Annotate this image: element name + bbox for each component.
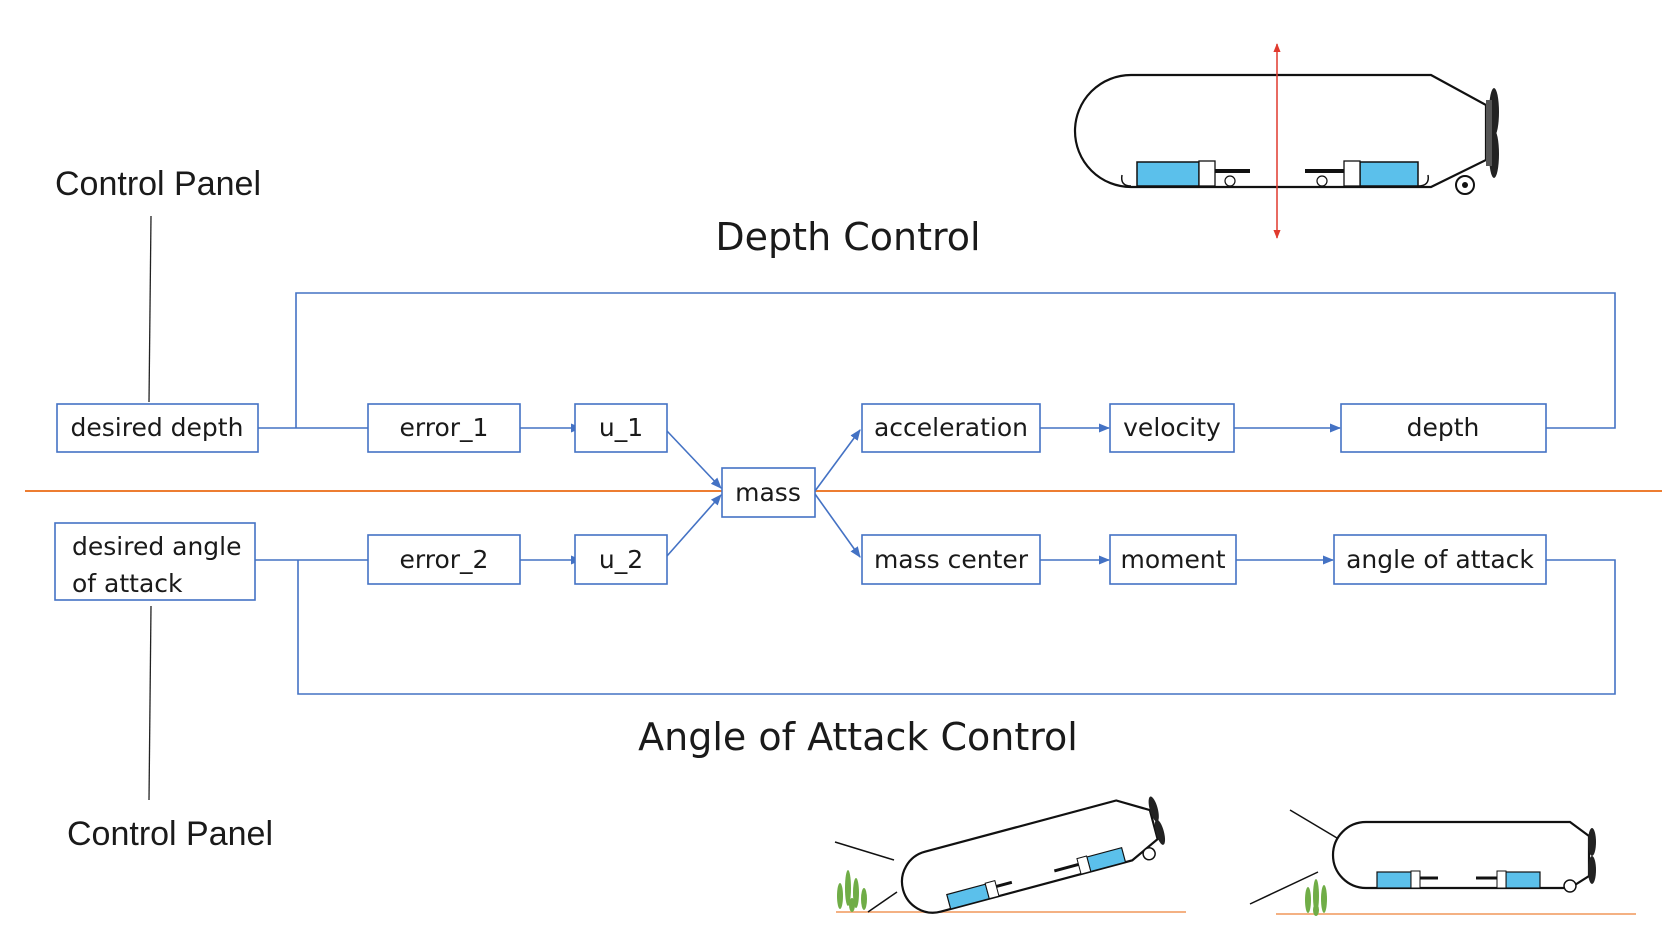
desired-depth-label: desired depth xyxy=(71,413,244,442)
depth-label: depth xyxy=(1407,413,1480,442)
velocity-box: velocity xyxy=(1109,403,1235,453)
error-1-label: error_1 xyxy=(400,413,489,442)
moment-label: moment xyxy=(1120,545,1225,574)
depth-loop-connectors xyxy=(257,292,1616,492)
error-1-box: error_1 xyxy=(367,403,521,453)
mass-center-label: mass center xyxy=(874,545,1029,574)
u-2-label: u_2 xyxy=(599,545,643,574)
error-2-label: error_2 xyxy=(400,545,489,574)
mass-label: mass xyxy=(735,478,801,507)
control-panel-connector-bottom xyxy=(148,605,152,801)
vehicle-level-small-illustration xyxy=(1249,809,1636,916)
vehicle-tilted-illustration xyxy=(834,796,1186,914)
angle-loop-connectors xyxy=(255,493,1616,695)
control-panel-label-bottom: Control Panel xyxy=(67,815,273,853)
control-panel-connector-top xyxy=(148,215,152,403)
depth-box: depth xyxy=(1340,403,1547,453)
mass-box: mass xyxy=(721,467,816,518)
desired-angle-label-line1: desired angle xyxy=(72,532,242,561)
mass-center-box: mass center xyxy=(861,534,1041,585)
acceleration-label: acceleration xyxy=(874,413,1028,442)
u-1-box: u_1 xyxy=(574,403,668,453)
depth-control-title: Depth Control xyxy=(715,215,980,259)
u-2-box: u_2 xyxy=(574,534,668,585)
moment-box: moment xyxy=(1109,534,1237,585)
desired-depth-box: desired depth xyxy=(56,403,259,453)
control-panel-label-top: Control Panel xyxy=(55,165,261,203)
u-1-label: u_1 xyxy=(599,413,643,442)
desired-angle-box: desired angle of attack xyxy=(54,522,256,601)
angle-control-title: Angle of Attack Control xyxy=(638,715,1078,759)
velocity-label: velocity xyxy=(1123,413,1221,442)
acceleration-box: acceleration xyxy=(861,403,1041,453)
vehicle-level-illustration xyxy=(1073,43,1499,239)
angle-of-attack-box: angle of attack xyxy=(1333,534,1547,585)
angle-of-attack-label: angle of attack xyxy=(1346,545,1534,574)
error-2-box: error_2 xyxy=(367,534,521,585)
desired-angle-label-line2: of attack xyxy=(72,569,183,598)
